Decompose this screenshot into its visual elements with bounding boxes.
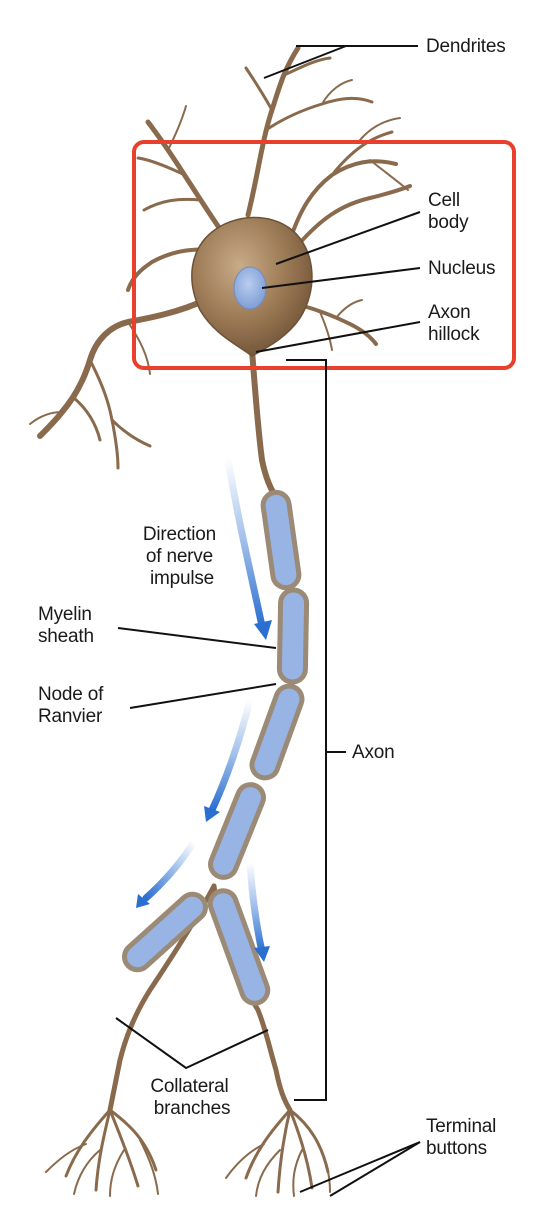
label-nucleus: Nucleus — [428, 258, 495, 279]
dendrites — [29, 45, 412, 470]
arrow-head-icon — [136, 894, 150, 908]
myelin-sheath-segments — [122, 489, 310, 1006]
arrow-head-icon — [254, 946, 270, 962]
nucleus — [233, 266, 267, 310]
label-cell-body: Cell body — [428, 190, 469, 233]
label-dendrites: Dendrites — [426, 36, 506, 57]
label-axon-hillock: Axon hillock — [428, 302, 480, 345]
arrow-head-icon — [204, 806, 220, 822]
impulse-arrows — [136, 454, 272, 962]
label-collateral-branches: Collateral branches — [150, 1076, 233, 1119]
cell-body — [191, 216, 313, 357]
label-node-of-ranvier: Node of Ranvier — [38, 684, 108, 727]
highlight-box — [132, 140, 516, 370]
label-axon: Axon — [352, 742, 395, 763]
label-terminal-buttons: Terminal buttons — [426, 1116, 501, 1159]
labels: Dendrites Cell body Nucleus Axon hillock… — [38, 36, 506, 1159]
label-direction-of-nerve-impulse: Direction of nerve impulse — [143, 524, 221, 589]
arrow-head-icon — [254, 620, 272, 640]
terminal-branches — [45, 1108, 331, 1197]
label-myelin-sheath: Myelin sheath — [38, 604, 97, 647]
leader-lines — [115, 45, 421, 1197]
